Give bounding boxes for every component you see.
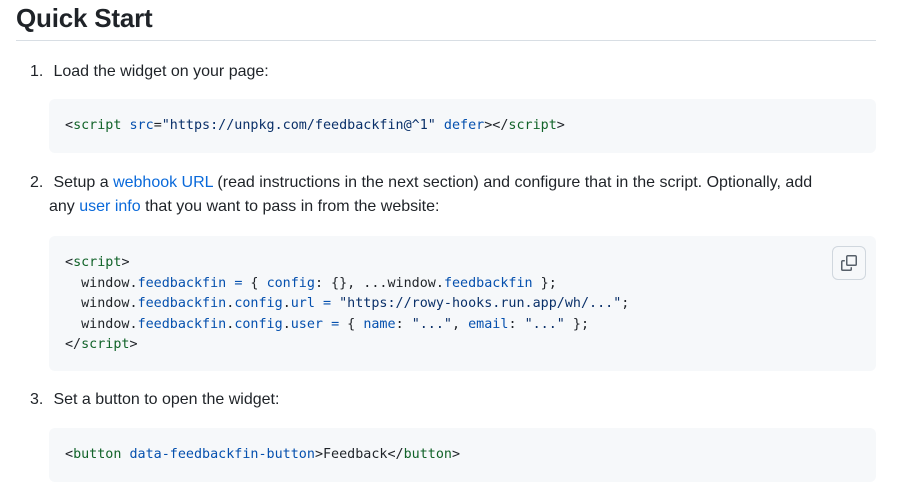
copy-button[interactable] [832,246,866,280]
step-1-label: Load the widget on your page: [53,63,269,80]
code-block-2-content: <script> window.feedbackfin = { config: … [65,255,630,352]
title-divider [16,40,876,41]
user-info-link[interactable]: user info [79,198,141,215]
code-block-3: <button data-feedbackfin-button>Feedback… [49,428,876,482]
webhook-url-link[interactable]: webhook URL [113,174,213,191]
step-3-text: 3. Set a button to open the widget: [30,388,870,412]
copy-icon [841,255,857,271]
step-2-number: 2. [30,174,44,191]
page-title: Quick Start [16,3,153,33]
code-block-2: <script> window.feedbackfin = { config: … [49,236,876,371]
step-3-label: Set a button to open the widget: [53,391,280,408]
code-block-1: <script src="https://unpkg.com/feedbackf… [49,99,876,153]
code-block-3-content: <button data-feedbackfin-button>Feedback… [65,447,461,462]
step-2-text: 2. Setup a webhook URL (read instruction… [30,171,870,219]
step-3-number: 3. [30,391,44,408]
step-1-text: 1. Load the widget on your page: [30,60,870,84]
step-1-number: 1. [30,63,44,80]
code-block-1-content: <script src="https://unpkg.com/feedbackf… [65,118,565,133]
